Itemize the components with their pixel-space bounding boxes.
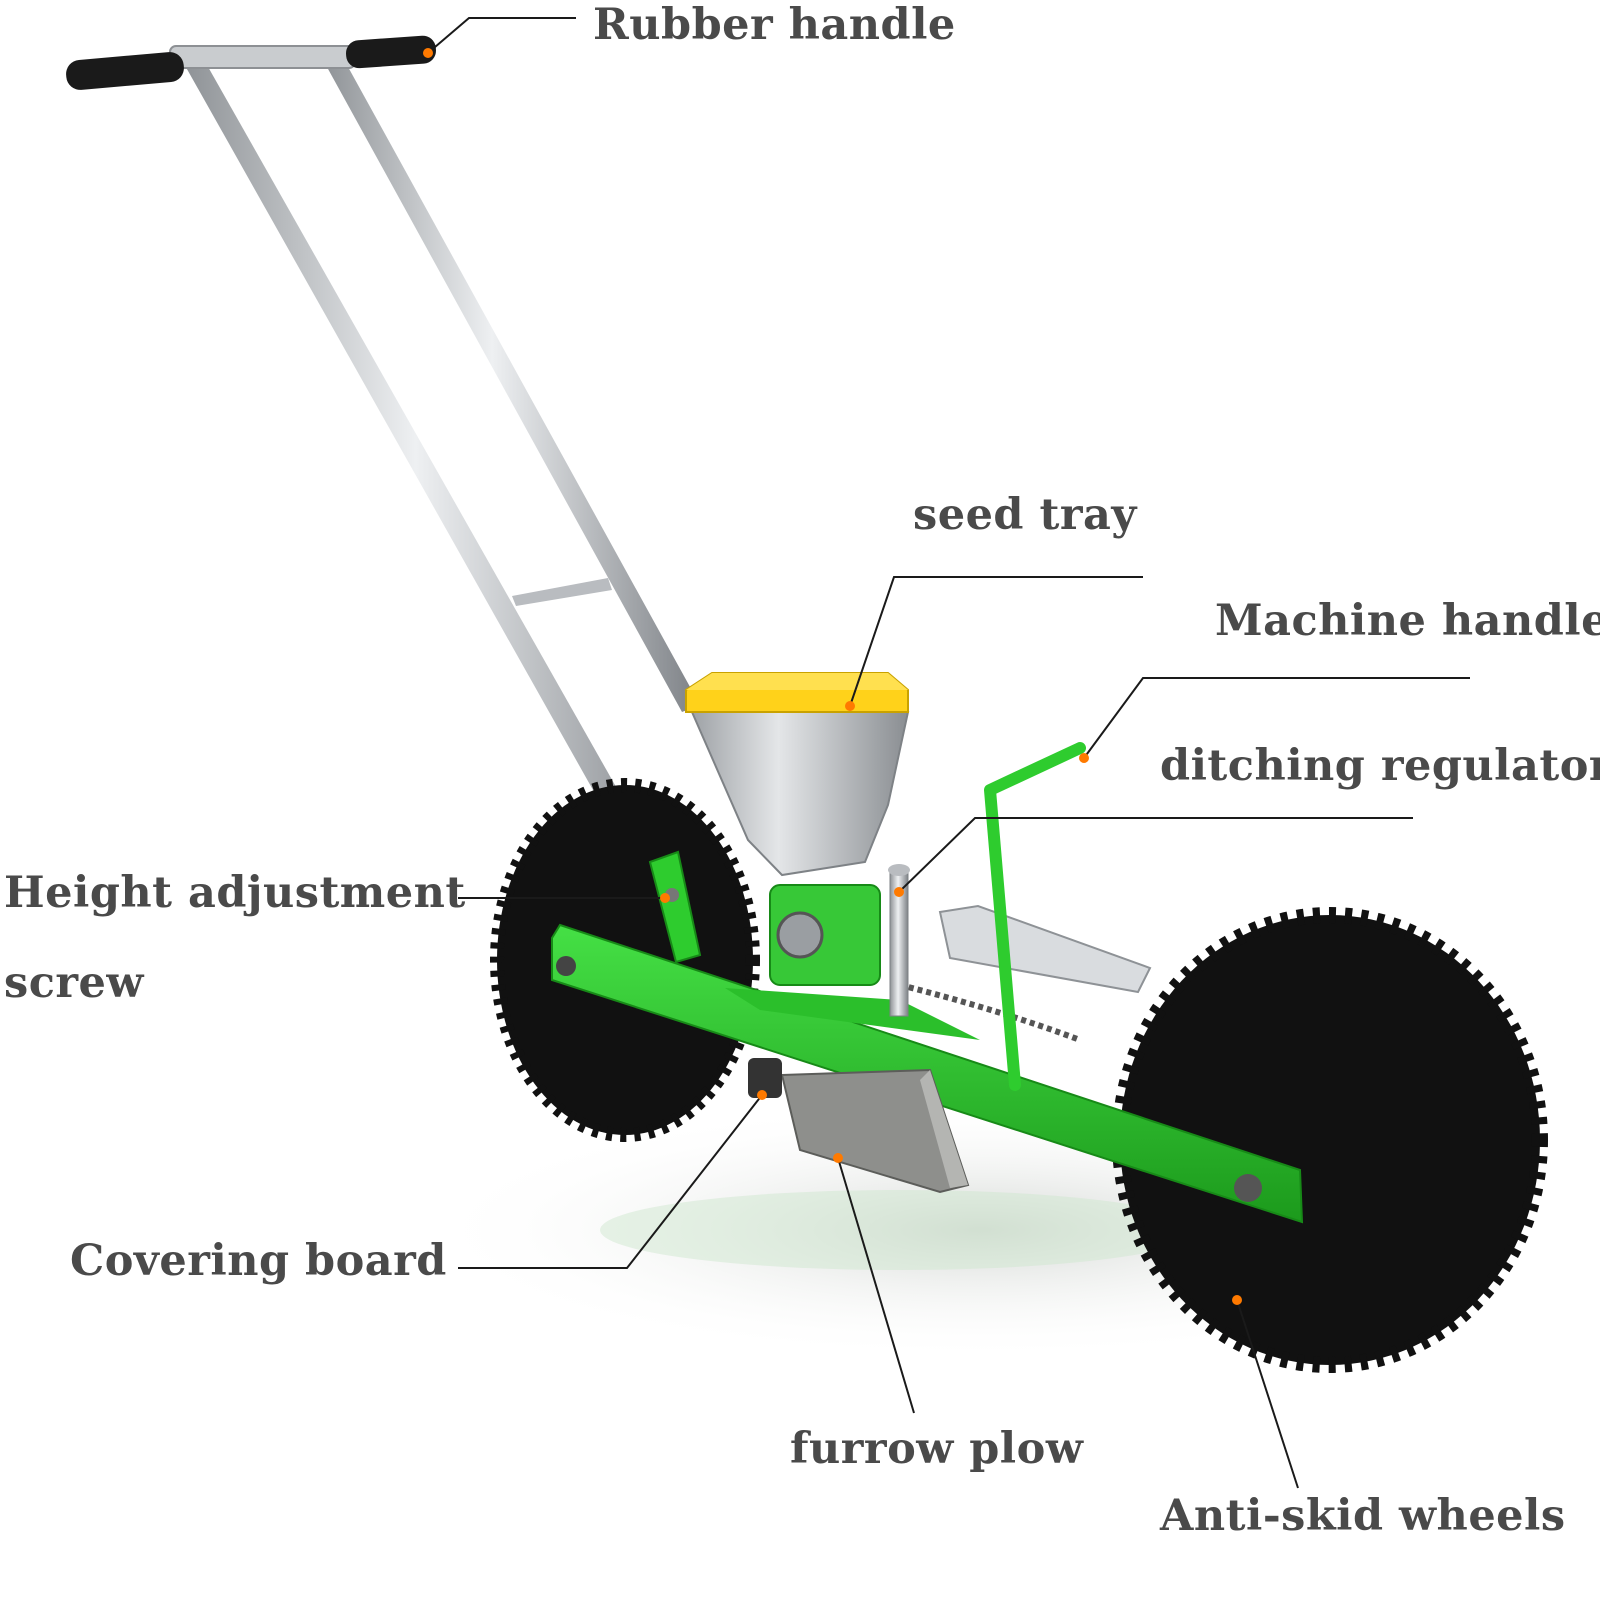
label-furrow-plow: furrow plow	[790, 1424, 1084, 1474]
marker-covering-board	[757, 1090, 767, 1100]
rubber-grip-right	[346, 35, 436, 69]
leader-lines	[427, 17, 1470, 1489]
marker-rubber-handle	[423, 48, 433, 58]
label-anti-skid-wheels: Anti-skid wheels	[1160, 1491, 1566, 1541]
label-height-adjustment-line2: screw	[4, 958, 144, 1008]
marker-furrow-plow	[833, 1153, 843, 1163]
label-machine-handle: Machine handle	[1215, 596, 1600, 646]
chain-cover	[899, 904, 1152, 1043]
covering-board	[748, 1058, 782, 1098]
seed-tray-lid	[685, 672, 909, 713]
label-seed-tray: seed tray	[913, 490, 1137, 540]
marker-seed-tray	[845, 701, 855, 711]
marker-machine-handle	[1079, 753, 1089, 763]
label-height-adjustment-screw: Height adjustment screw	[4, 848, 466, 1028]
label-height-adjustment-line1: Height adjustment	[4, 868, 466, 918]
drive-housing	[769, 884, 881, 986]
leader-rubber-handle	[427, 17, 576, 54]
machine-handle-lever	[984, 742, 1086, 1091]
leader-covering-board	[458, 1094, 763, 1269]
marker-ditching-regulator	[894, 887, 904, 897]
furrow-plow	[780, 1068, 970, 1194]
label-covering-board: Covering board	[70, 1236, 447, 1286]
label-ditching-regulator: ditching regulator	[1160, 741, 1600, 791]
marker-height-adjustment	[660, 893, 670, 903]
leader-ditching-regulator	[898, 817, 1413, 893]
ground-shadow-green	[600, 1190, 1200, 1270]
leader-furrow-plow	[837, 1157, 915, 1414]
leader-seed-tray	[849, 576, 1143, 707]
leader-machine-handle	[1083, 677, 1470, 759]
label-rubber-handle: Rubber handle	[593, 0, 956, 50]
marker-anti-skid-wheels	[1232, 1295, 1242, 1305]
right-wheel	[1112, 907, 1548, 1373]
leader-anti-skid-wheels	[1236, 1299, 1299, 1489]
ditching-regulator-rod	[888, 864, 910, 1017]
handle-frame	[169, 45, 700, 948]
rubber-grip-left	[66, 52, 184, 90]
marker-dots	[423, 48, 1242, 1305]
